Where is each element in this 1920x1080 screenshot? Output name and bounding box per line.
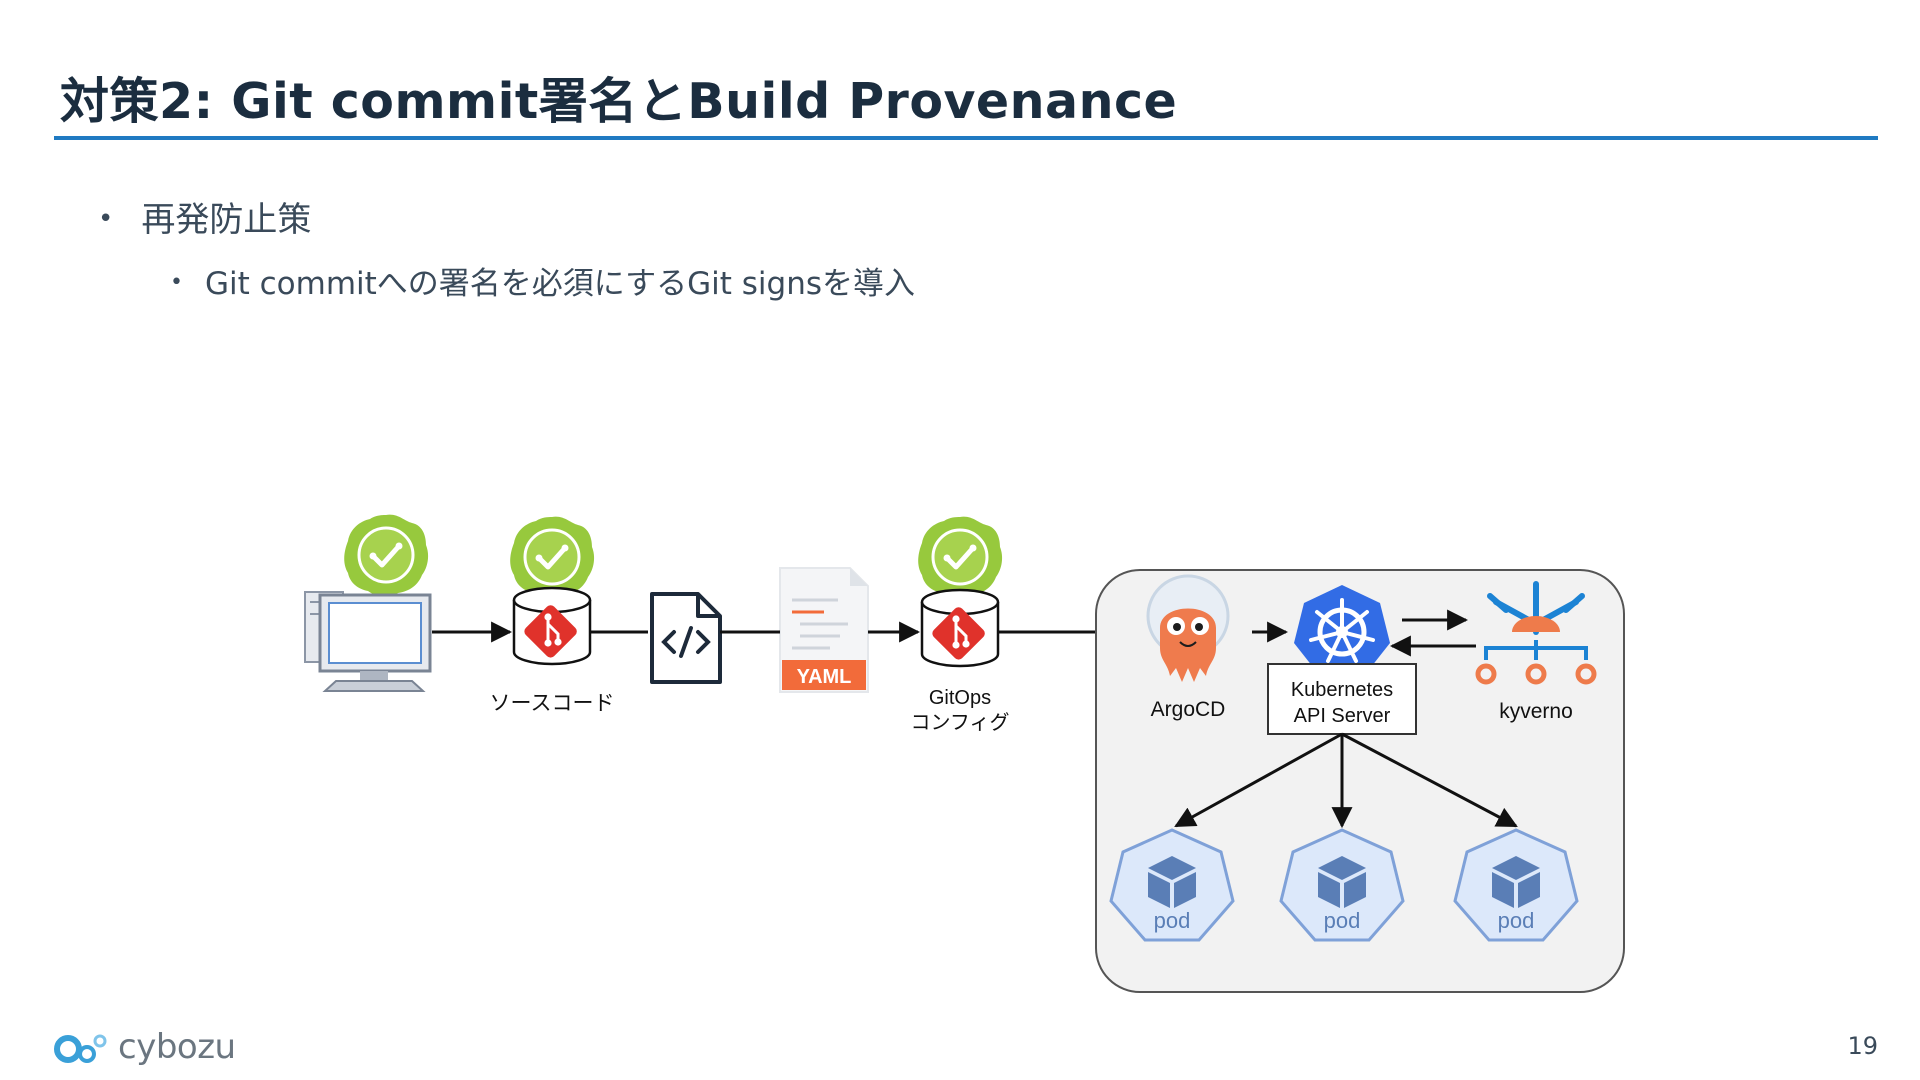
- kyverno-label: kyverno: [1499, 700, 1573, 723]
- flow-arrow: [1341, 732, 1518, 828]
- page-number: 19: [1847, 1032, 1878, 1060]
- code-file-icon: [650, 592, 722, 684]
- argocd-octopus-icon: [1146, 574, 1230, 682]
- pod-label: pod: [1154, 908, 1191, 933]
- api-server-label-line2: API Server: [1294, 705, 1391, 727]
- kubernetes-helm-icon: [1294, 585, 1390, 676]
- argocd-label: ArgoCD: [1151, 698, 1226, 721]
- title-underline: [54, 136, 1878, 140]
- source-code-label: ソースコード: [490, 692, 615, 715]
- yaml-badge-label: YAML: [797, 666, 852, 688]
- yaml-file-icon: YAML: [779, 567, 869, 693]
- verified-badge-icon: [918, 517, 1002, 599]
- cybozu-logo: cybozu: [54, 1024, 236, 1070]
- gitops-label-line2: コンフィグ: [911, 711, 1010, 734]
- pod-label: pod: [1498, 908, 1535, 933]
- verified-badge-icon: [344, 515, 428, 597]
- git-repository-icon: [512, 586, 592, 666]
- logo-text: cybozu: [118, 1027, 236, 1067]
- slide-title: 対策2: Git commit署名とBuild Provenance: [60, 73, 1178, 130]
- api-server-label-line1: Kubernetes: [1291, 679, 1393, 701]
- bullet-text: 再発防止策: [141, 200, 312, 240]
- cybozu-logo-icon: [54, 1034, 107, 1063]
- desktop-computer-icon: [304, 591, 432, 692]
- pod-label: pod: [1324, 908, 1361, 933]
- bullet-dot: •: [98, 203, 114, 234]
- git-repository-icon: [920, 588, 1000, 668]
- bullet-dot: •: [170, 270, 183, 295]
- api-server-box: [1267, 663, 1417, 735]
- bullet-level-1: • 再発防止策: [98, 192, 311, 241]
- verified-badge-icon: [510, 517, 594, 599]
- bullet-level-2: • Git commitへの署名を必須にするGit signsを導入: [170, 258, 915, 303]
- kyverno-icon: [1475, 581, 1597, 685]
- flow-arrow: [1174, 732, 1343, 828]
- gitops-label-line1: GitOps: [929, 687, 991, 709]
- yaml-badge: [782, 660, 866, 690]
- bullet-text: Git commitへの署名を必須にするGit signsを導入: [204, 266, 915, 302]
